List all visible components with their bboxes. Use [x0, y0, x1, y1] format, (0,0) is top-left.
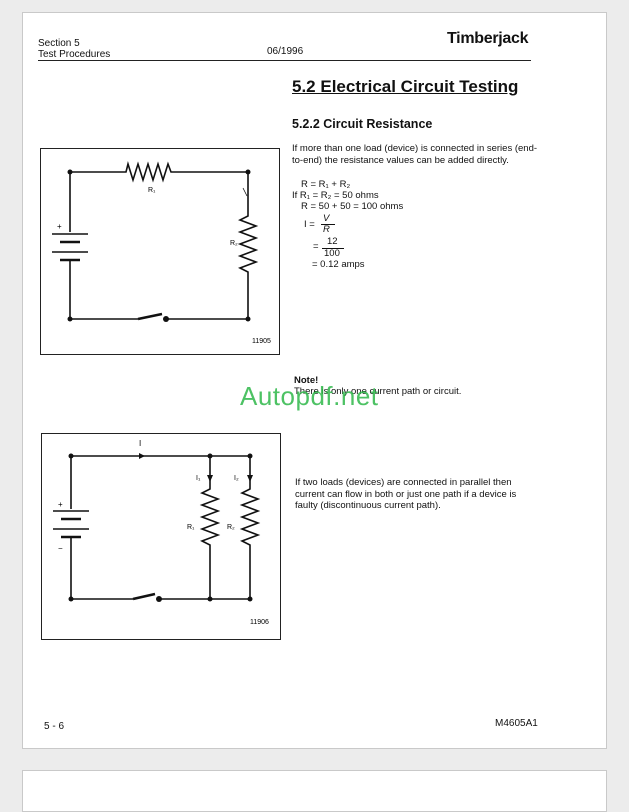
equation-total: R = 50 + 50 = 100 ohms	[301, 201, 404, 212]
switch-icon	[132, 592, 156, 601]
switch-icon	[137, 312, 163, 321]
label-r1: R₁	[148, 187, 156, 194]
document-page: Section 5 Test Procedures 06/1996 Timber…	[22, 12, 607, 749]
document-code: M4605A1	[495, 718, 538, 729]
figure1-number: 11905	[252, 338, 271, 345]
equation-given: If R₁ = R₂ = 50 ohms	[292, 190, 379, 201]
resistor-r2	[239, 456, 261, 599]
label-i: I	[139, 439, 141, 448]
label-i1: I₁	[196, 475, 201, 482]
battery-plus: +	[58, 500, 63, 509]
watermark: Autopdf.net	[240, 381, 379, 411]
page-number: 5 - 6	[44, 721, 65, 732]
current-arrow-icon	[247, 475, 253, 482]
parallel-circuit-diagram: I I₁ R₁ I₂ R₂ + − 11906	[41, 433, 281, 640]
fraction-bar	[321, 224, 335, 225]
label-r1: R₁	[187, 524, 195, 531]
brand-logo: Timberjack	[447, 30, 529, 47]
resistor-r2	[237, 172, 259, 319]
parallel-paragraph: If two loads (devices) are connected in …	[295, 477, 517, 511]
label-i2: I₂	[234, 475, 239, 482]
header-section: Section 5	[38, 38, 80, 49]
equation-ohm-lhs: I =	[304, 219, 315, 230]
subsection-title: 5.2.2 Circuit Resistance	[292, 117, 433, 131]
battery-plus: +	[57, 222, 62, 231]
label-r2: R₂	[230, 240, 238, 247]
equation-ohm-denominator: R	[323, 224, 330, 235]
current-arrow-icon	[139, 453, 145, 459]
resistor-r1	[199, 456, 221, 599]
figure2-number: 11906	[250, 619, 269, 626]
equation-ohm-numerator: V	[323, 213, 330, 224]
equation-equals: =	[313, 241, 319, 252]
header-subsection: Test Procedures	[38, 49, 111, 60]
series-paragraph: If more than one load (device) is connec…	[292, 143, 538, 166]
current-arrow-icon	[207, 475, 213, 482]
equation-value-numerator: 12	[327, 236, 338, 247]
fraction-bar	[322, 248, 344, 249]
next-page-edge	[22, 770, 607, 812]
equation-result: = 0.12 amps	[312, 259, 365, 270]
label-r2: R₂	[227, 524, 235, 531]
header-rule	[38, 60, 531, 61]
section-title: 5.2 Electrical Circuit Testing	[292, 77, 519, 96]
series-circuit-diagram: R₁ R₂ + 11905	[40, 148, 280, 355]
equation-value-denominator: 100	[324, 248, 340, 259]
note-text: There is only one current path or circui…	[294, 386, 462, 397]
header-date: 06/1996	[267, 46, 304, 57]
battery-minus: −	[58, 544, 63, 553]
note-label: Note!	[294, 375, 319, 386]
equation-sum: R = R₁ + R₂	[301, 179, 351, 190]
resistor-r1	[70, 161, 248, 183]
